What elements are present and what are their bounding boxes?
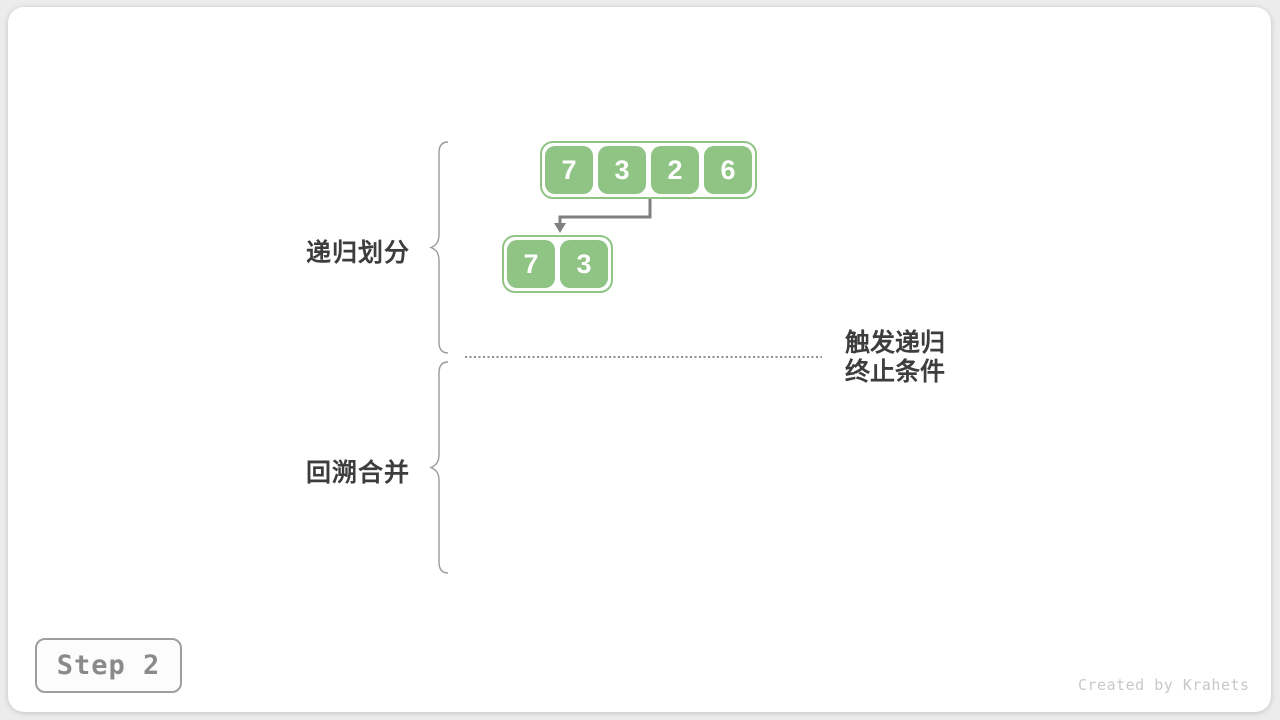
phase-label-merge: 回溯合并 bbox=[306, 459, 411, 487]
step-badge: Step 2 bbox=[35, 638, 182, 693]
brace-divide bbox=[429, 141, 449, 354]
termination-annotation-line1: 触发递归 bbox=[845, 329, 946, 357]
array-cell: 3 bbox=[560, 240, 608, 288]
phase-label-divide: 递归划分 bbox=[306, 239, 411, 267]
array-cell: 7 bbox=[507, 240, 555, 288]
array-sub: 7 3 bbox=[502, 235, 613, 293]
divide-arrow-icon bbox=[554, 199, 652, 233]
canvas-card bbox=[8, 7, 1271, 712]
array-cell: 3 bbox=[598, 146, 646, 194]
termination-annotation: 触发递归 终止条件 bbox=[845, 329, 945, 387]
array-cell: 7 bbox=[545, 146, 593, 194]
termination-divider bbox=[465, 356, 822, 358]
array-top: 7 3 2 6 bbox=[540, 141, 757, 199]
watermark: Created by Krahets bbox=[1078, 676, 1250, 694]
array-cell: 2 bbox=[651, 146, 699, 194]
termination-annotation-line2: 终止条件 bbox=[845, 358, 946, 386]
array-cell: 6 bbox=[704, 146, 752, 194]
brace-merge bbox=[429, 361, 449, 574]
